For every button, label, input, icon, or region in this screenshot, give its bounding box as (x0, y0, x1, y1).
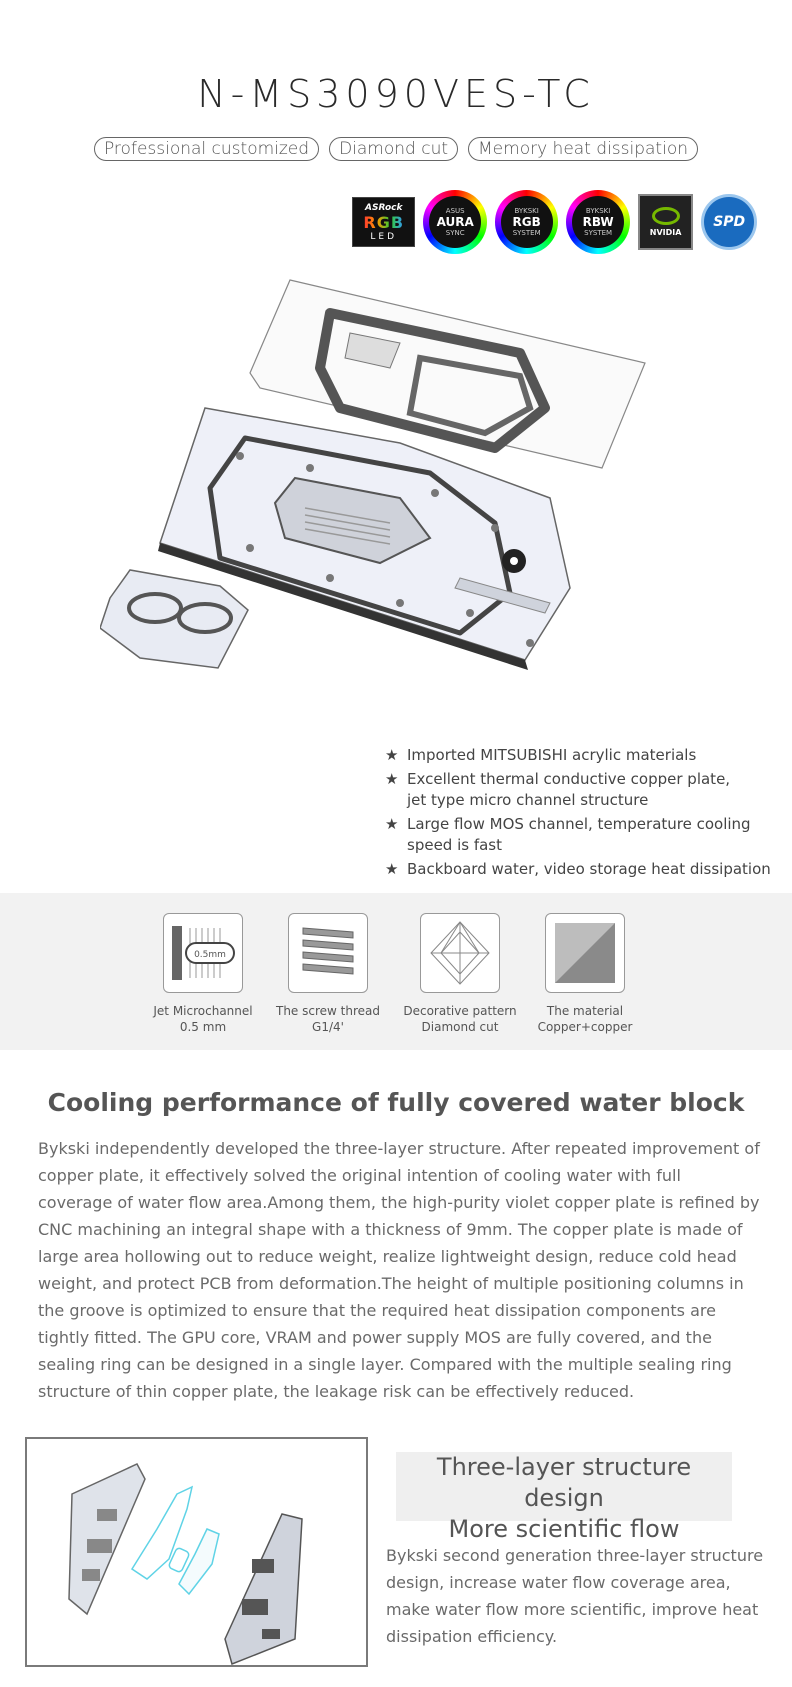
svg-text:0.5mm: 0.5mm (194, 950, 226, 960)
bykski-rgb-logo: BYKSKI RGB SYSTEM (494, 190, 559, 254)
cooling-section-title: Cooling performance of fully covered wat… (47, 1088, 745, 1117)
screw-thread-icon (288, 913, 368, 993)
cooling-section-body: Bykski independently developed the three… (38, 1139, 760, 1401)
material-icon (545, 913, 625, 993)
star-icon: ★ (385, 815, 399, 833)
feature-item: ★ Large flow MOS channel, temperature co… (385, 815, 751, 854)
spec-decorative-pattern: Decorative pattern Diamond cut (400, 913, 520, 1035)
structure-heading-line2: More scientific flow (448, 1515, 680, 1543)
nvidia-logo: NVIDIA (637, 194, 694, 250)
spec-label: The material Copper+copper (537, 1004, 633, 1034)
asus-aura-sync-logo: ASUS AURA SYNC (423, 190, 487, 254)
water-block-exploded-illustration (100, 279, 646, 670)
compatibility-logos: ASRock RGB LED ASUS AURA SYNC BYKSKI RGB… (352, 190, 757, 254)
tag-memory-heat-dissipation: Memory heat dissipation (468, 137, 699, 161)
nvidia-eye-icon (651, 207, 680, 225)
asrock-rgb-led-logo: ASRock RGB LED (352, 197, 416, 247)
feature-list: ★ Imported MITSUBISHI acrylic materials … (385, 745, 785, 883)
spec-microchannel: 0.5mm Jet Microchannel 0.5 mm (143, 913, 263, 1035)
spec-material: The material Copper+copper (525, 913, 645, 1035)
structure-heading-line1: Three-layer structure design (436, 1453, 692, 1512)
diamond-pattern-icon (420, 913, 500, 993)
feature-item: ★ Excellent thermal conductive copper pl… (385, 770, 731, 809)
spd-logo: SPD (701, 194, 757, 250)
feature-item: ★ Imported MITSUBISHI acrylic materials (385, 746, 697, 764)
bykski-rbw-logo: BYKSKI RBW SYSTEM (566, 190, 630, 254)
star-icon: ★ (385, 860, 399, 878)
feature-item: ★ Backboard water, video storage heat di… (385, 860, 771, 878)
tag-diamond-cut: Diamond cut (329, 137, 459, 161)
product-title: N-MS3090VES-TC (197, 72, 595, 116)
spec-label: The screw thread G1/4' (276, 1004, 380, 1034)
star-icon: ★ (385, 746, 399, 764)
spec-band (0, 893, 792, 1050)
tag-professional-customized: Professional customized (93, 137, 320, 161)
three-layer-diagram (25, 1437, 368, 1667)
tag-list: Professional customized Diamond cut Memo… (0, 137, 792, 161)
structure-body: Bykski second generation three-layer str… (386, 1546, 764, 1646)
microchannel-icon: 0.5mm (163, 913, 243, 993)
spec-screw-thread: The screw thread G1/4' (268, 913, 388, 1035)
spec-label: Jet Microchannel 0.5 mm (153, 1004, 253, 1034)
structure-heading-box: Three-layer structure design More scient… (396, 1452, 732, 1543)
star-icon: ★ (385, 770, 399, 788)
spec-label: Decorative pattern Diamond cut (403, 1004, 517, 1034)
